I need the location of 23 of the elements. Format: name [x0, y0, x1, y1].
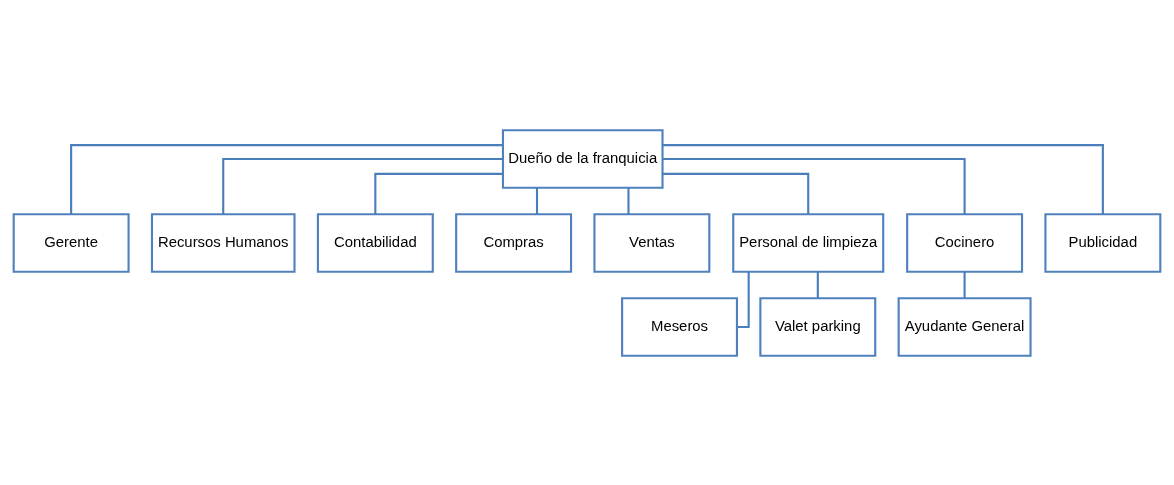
connector [222, 157, 503, 214]
node-box: Publicidad [1044, 212, 1162, 273]
node-box: Recursos Humanos [150, 212, 296, 273]
node-box: Ayudante General [897, 296, 1032, 357]
connector [627, 187, 630, 214]
connector [963, 271, 966, 298]
node-box: Compras [455, 212, 573, 273]
connector [662, 143, 1104, 214]
connector [535, 187, 539, 214]
node-box: Meseros [621, 296, 739, 357]
node-box: Dueño de la franquicia [501, 128, 664, 189]
connector [662, 172, 810, 214]
node-box: Gerente [12, 212, 130, 273]
node-box: Contabilidad [316, 212, 434, 273]
connector [737, 271, 750, 328]
node-box: Valet parking [759, 296, 877, 357]
node-box: Ventas [593, 212, 711, 273]
connector [662, 157, 966, 214]
node-box: Cocinero [906, 212, 1024, 273]
connector [374, 172, 503, 214]
connector [70, 143, 503, 214]
connector [816, 271, 819, 298]
node-box: Personal de limpieza [732, 212, 885, 273]
